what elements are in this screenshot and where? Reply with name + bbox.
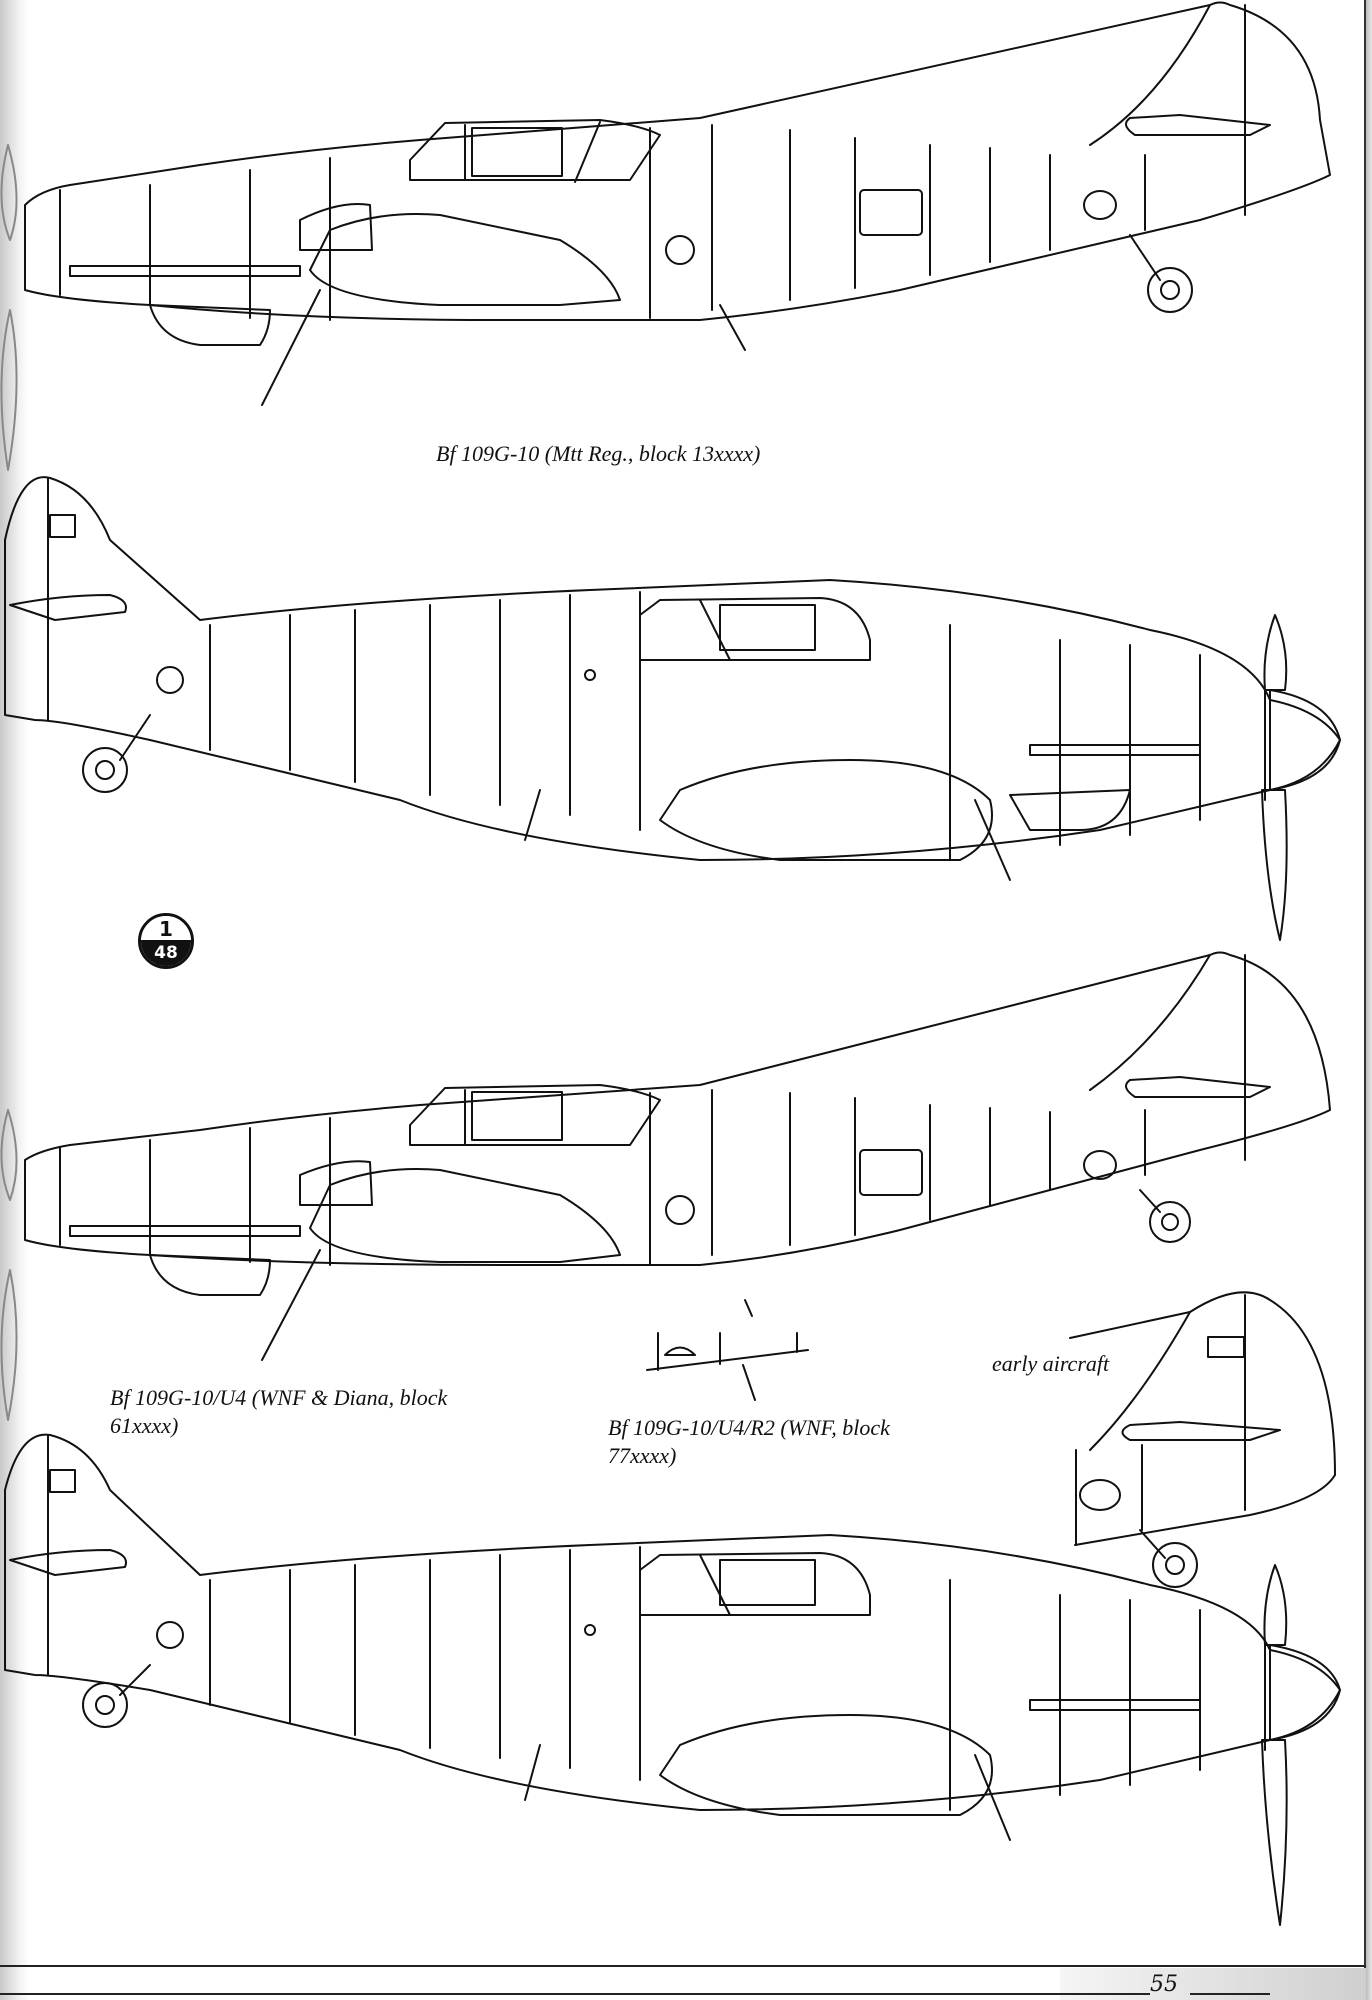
wing: [309, 213, 621, 306]
caption-early-aircraft: early aircraft: [992, 1350, 1109, 1378]
canopy: [639, 597, 871, 661]
caption-line: 77xxxx): [608, 1443, 677, 1468]
radiator: [149, 1254, 271, 1296]
caption-bf109g10-mtt: Bf 109G-10 (Mtt Reg., block 13xxxx): [436, 440, 760, 468]
scale-numerator: 1: [141, 916, 191, 941]
tail-wheel: [1147, 267, 1193, 313]
horizontal-stabilizer: [9, 594, 127, 621]
footer-rule-right: [1190, 1993, 1270, 1995]
early-aircraft-tail-inset: [1069, 1291, 1336, 1588]
caption-line: 61xxxx): [110, 1413, 179, 1438]
access-hatch: [859, 1149, 923, 1196]
caption-text: early aircraft: [992, 1351, 1110, 1376]
access-hatch: [859, 189, 923, 236]
aircraft-profile-3: [0, 951, 1331, 1421]
footer-rule-left: [0, 1993, 1150, 1995]
fuselage-outline: [4, 1433, 1341, 1811]
canopy: [639, 1552, 871, 1616]
fin-outline: [1074, 1291, 1336, 1546]
page-edge-right: [1366, 0, 1372, 2000]
caption-bf109g10-u4-r2: Bf 109G-10/U4/R2 (WNF, block 77xxxx): [608, 1414, 968, 1470]
propeller-blade: [0, 144, 18, 241]
propeller-blade: [1263, 1564, 1288, 1646]
tail-wheel: [1152, 1542, 1198, 1588]
propeller-blade: [0, 1269, 18, 1421]
horizontal-stabilizer: [1125, 114, 1271, 136]
caption-line: Bf 109G-10/U4 (WNF & Diana, block: [110, 1385, 448, 1410]
horizontal-stabilizer: [1121, 1421, 1281, 1441]
propeller-blade: [1261, 789, 1288, 941]
page-frame-bottom: [0, 1965, 1366, 1967]
tail-wheel: [1149, 1201, 1191, 1243]
tail-wheel: [82, 1682, 128, 1728]
radiator: [149, 304, 271, 346]
horizontal-stabilizer: [1125, 1076, 1271, 1098]
fuselage-outline: [24, 1, 1331, 321]
tail-wheel: [82, 747, 128, 793]
spinner: [1269, 689, 1341, 791]
aircraft-profile-1: [0, 1, 1331, 471]
aircraft-profile-2: [4, 476, 1341, 941]
propeller-blade: [0, 309, 18, 471]
footer-shading: [1060, 1968, 1366, 2000]
radiator: [1009, 789, 1131, 831]
spinner: [1269, 1644, 1341, 1741]
wing: [309, 1168, 621, 1263]
caption-text: Bf 109G-10 (Mtt Reg., block 13xxxx): [436, 441, 761, 466]
canopy: [409, 1084, 661, 1146]
propeller-blade: [0, 1109, 18, 1201]
wing-detail-fragment: [646, 1299, 809, 1401]
page-number: 55: [1150, 1972, 1178, 1997]
propeller-blade: [1261, 1739, 1288, 1926]
caption-line: Bf 109G-10/U4/R2 (WNF, block: [608, 1415, 890, 1440]
fuselage-outline: [24, 951, 1331, 1266]
aircraft-profile-4: [4, 1433, 1341, 1926]
caption-bf109g10-u4: Bf 109G-10/U4 (WNF & Diana, block 61xxxx…: [110, 1384, 530, 1440]
wing: [659, 1714, 993, 1816]
canopy: [409, 119, 661, 181]
horizontal-stabilizer: [9, 1549, 127, 1576]
scale-badge: 1 48: [138, 913, 194, 969]
wing: [659, 759, 993, 861]
propeller-blade: [1263, 614, 1288, 691]
page-frame-right: [1364, 0, 1366, 1986]
